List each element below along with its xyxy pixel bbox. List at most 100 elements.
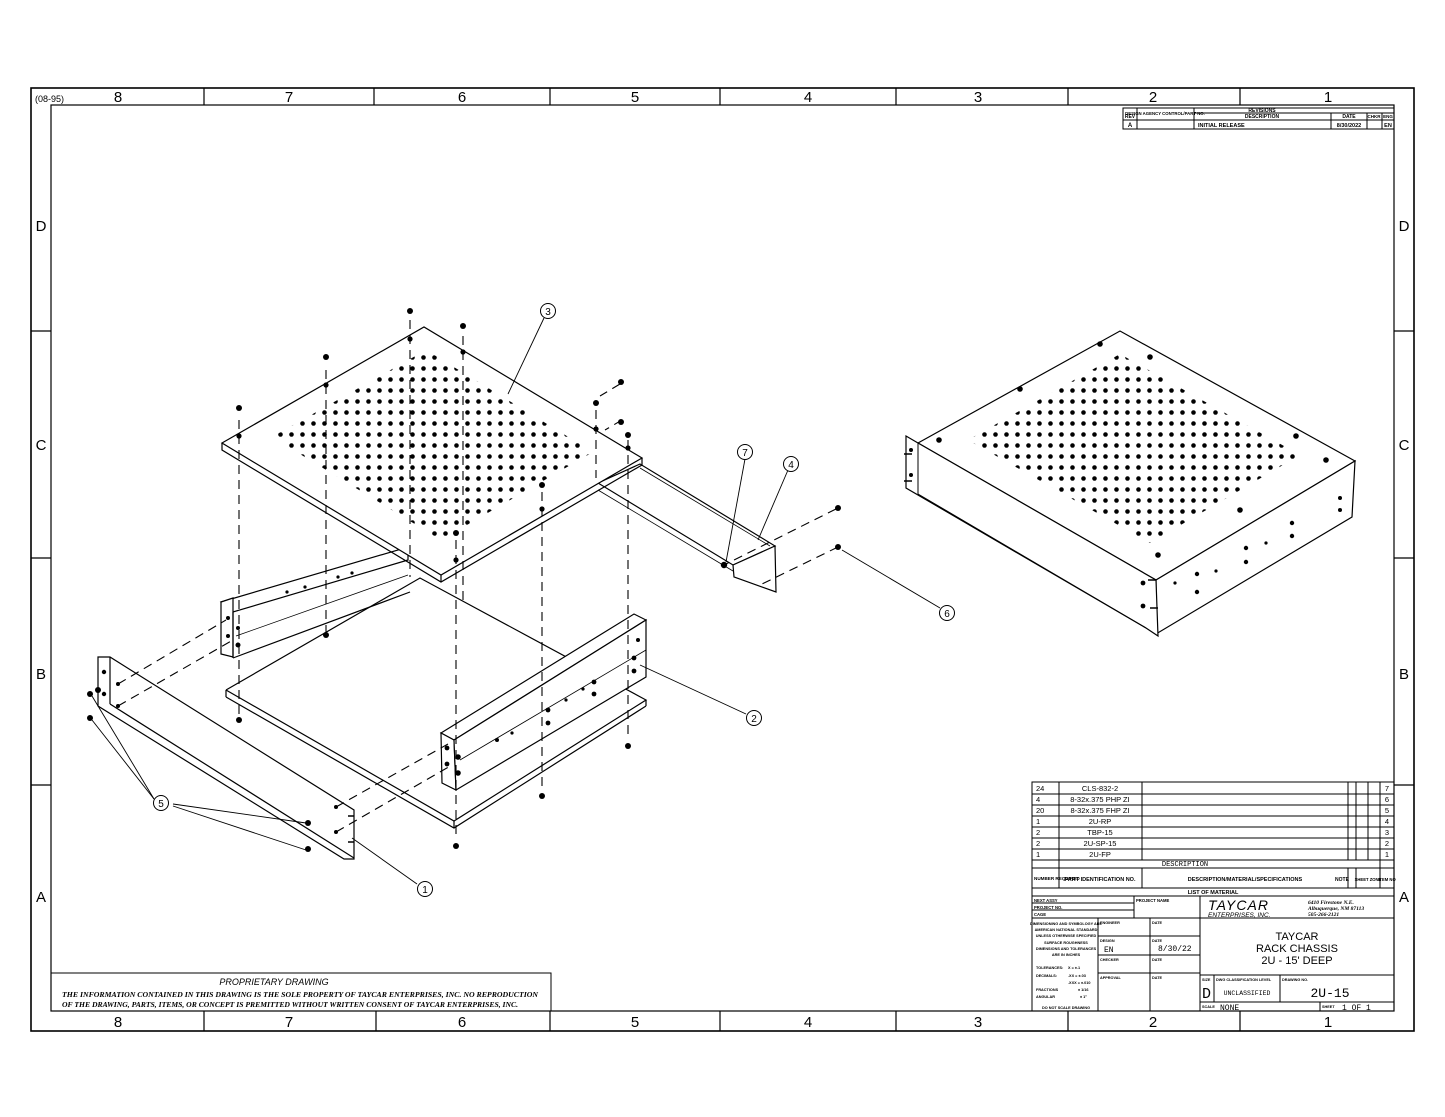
assembly-lines: [117, 320, 839, 840]
front-panel: [97, 656, 355, 860]
company-name: TAYCAR: [1208, 897, 1268, 913]
bom-qty-7: 1: [1036, 850, 1040, 859]
zone-col-bottom-8: 8: [114, 1014, 122, 1031]
bom-item-3: 5: [1385, 806, 1389, 815]
bom-part-4: 2U-RP: [1089, 817, 1112, 826]
drawing-title-2: RACK CHASSIS: [1256, 943, 1338, 955]
zone-col-top-8: 8: [114, 89, 122, 106]
balloon-5: [153, 795, 169, 811]
sheet-size: D: [1202, 986, 1211, 1003]
form-code: (08-95): [35, 94, 64, 104]
tolerance-fractions: ± 1/16: [1078, 988, 1089, 992]
tolerance-xx: .XX = ±.03: [1068, 974, 1086, 978]
bom-part-5: TBP-15: [1087, 828, 1112, 837]
balloon-1: [417, 881, 433, 897]
zone-col-top-1: 1: [1324, 89, 1332, 106]
note-line-5: DIMENSIONS AND TOLERANCES: [1036, 947, 1097, 951]
bom-qty-6: 2: [1036, 839, 1040, 848]
drawing-no-label: DRAWING NO.: [1282, 978, 1308, 982]
bom-part-1: CLS-832-2: [1082, 784, 1118, 793]
zone-row-right-a: A: [1399, 889, 1409, 906]
zone-col-bottom-3: 3: [974, 1014, 982, 1031]
note-line-1: DIMENSIONING AND SYMBOLOGY ARE: [1030, 922, 1102, 926]
zone-col-top-6: 6: [458, 89, 466, 106]
drawing-title-3: 2U - 15' DEEP: [1261, 955, 1332, 967]
rev-eng-header: ENG: [1383, 114, 1393, 119]
tolerance-x: X = ±.1: [1068, 966, 1080, 970]
classification: UNCLASSIFIED: [1224, 990, 1271, 997]
bom-header-sheet-zone: SHEET ZONE: [1355, 877, 1382, 882]
scale-value: NONE: [1220, 1004, 1239, 1013]
cage-label: CAGE: [1034, 912, 1046, 917]
balloon-label-7: 7: [742, 448, 748, 459]
zone-row-right-c: C: [1399, 437, 1410, 454]
bom-description-heading: DESCRIPTION: [1162, 861, 1208, 869]
bom-header-item-no: ITEM NO: [1378, 877, 1396, 882]
bom-part-3: 8-32x.375 FHP ZI: [1070, 806, 1129, 815]
zone-col-top-3: 3: [974, 89, 982, 106]
next-assy-label: NEXT ASSY: [1034, 898, 1058, 903]
bom-part-2: 8-32x.375 PHP ZI: [1070, 795, 1129, 804]
checker-label: CHECKER: [1100, 958, 1119, 962]
assembled-view: [904, 330, 1357, 638]
zone-col-top-2: 2: [1149, 89, 1157, 106]
zone-col-bottom-4: 4: [804, 1014, 812, 1031]
size-label: SIZE: [1202, 978, 1211, 982]
revisions-title: REVISIONS: [1248, 108, 1276, 114]
bottom-tray: [225, 577, 648, 829]
rev-letter: A: [1128, 123, 1133, 129]
sheet-label: SHEET: [1322, 1005, 1335, 1009]
note-line-3: UNLESS OTHERWISE SPECIFIED: [1036, 934, 1097, 938]
balloon-4: [783, 456, 799, 472]
design-date: 8/30/22: [1158, 945, 1192, 954]
balloon-label-2: 2: [751, 714, 757, 725]
bom-item-6: 2: [1385, 839, 1389, 848]
balloon-label-6: 6: [944, 609, 950, 620]
tolerance-xxx: .XXX = ±.010: [1068, 981, 1090, 985]
right-side-panel: [439, 613, 648, 792]
company-address-2: Albuquerque, NM 87113: [1307, 906, 1364, 912]
bom-qty-1: 24: [1036, 784, 1044, 793]
zone-col-bottom-2: 2: [1149, 1014, 1157, 1031]
rev-description-header: DESCRIPTION: [1245, 114, 1280, 120]
zone-col-top-4: 4: [804, 89, 812, 106]
rev-date-header: DATE: [1342, 114, 1356, 120]
balloon-2: [746, 710, 762, 726]
proprietary-title: PROPRIETARY DRAWING: [219, 977, 328, 987]
drawing-title-1: TAYCAR: [1276, 931, 1319, 943]
agency-header: DESIGN AGENCY CONTROL/PART NO.: [1125, 111, 1205, 116]
bom-item-7: 1: [1385, 850, 1389, 859]
zone-col-bottom-1: 1: [1324, 1014, 1332, 1031]
bom-item-5: 3: [1385, 828, 1389, 837]
sheet-number: 1 OF 1: [1342, 1004, 1371, 1013]
bom-header-note: NOTE: [1335, 877, 1350, 883]
bom-qty-2: 4: [1036, 795, 1040, 804]
design-label: DESIGN: [1100, 939, 1115, 943]
dwg-class-label: DWG CLASSIFICATION LEVEL: [1216, 978, 1272, 982]
rev-description: INITIAL RELEASE: [1198, 123, 1245, 129]
bom-qty-4: 1: [1036, 817, 1040, 826]
zone-row-left-a: A: [36, 889, 46, 906]
bom-header-number-required: NUMBER REQUIRED: [1034, 876, 1080, 881]
rev-engineer: EN: [1384, 123, 1392, 129]
zone-col-bottom-7: 7: [285, 1014, 293, 1031]
bom-part-7: 2U-FP: [1089, 850, 1111, 859]
exploded-view: [87, 303, 955, 897]
tolerance-angular: ± 1°: [1080, 995, 1087, 999]
balloon-6: [939, 605, 955, 621]
company-phone: 505-266-2121: [1308, 912, 1339, 918]
checker-date-label: DATE: [1152, 958, 1163, 962]
zone-row-right-d: D: [1399, 218, 1410, 235]
bill-of-materials: 24 CLS-832-2 7 4 8-32x.375 PHP ZI 6 20 8…: [1031, 781, 1396, 897]
bom-part-6: 2U-SP-15: [1084, 839, 1117, 848]
balloon-label-4: 4: [788, 460, 794, 471]
bom-item-4: 4: [1385, 817, 1389, 826]
balloon-labels: 1 2 3 4 5 6 7: [158, 307, 950, 896]
fractions-label: FRACTIONS: [1036, 988, 1059, 992]
note-line-11: DO NOT SCALE DRAWING: [1042, 1006, 1090, 1010]
proprietary-line-2: OF THE DRAWING, PARTS, ITEMS, OR CONCEPT…: [62, 1001, 518, 1009]
screws: [87, 308, 841, 852]
bom-header-part-id: PART IDENTIFICATION NO.: [1065, 877, 1136, 883]
approval-date-label: DATE: [1152, 976, 1163, 980]
